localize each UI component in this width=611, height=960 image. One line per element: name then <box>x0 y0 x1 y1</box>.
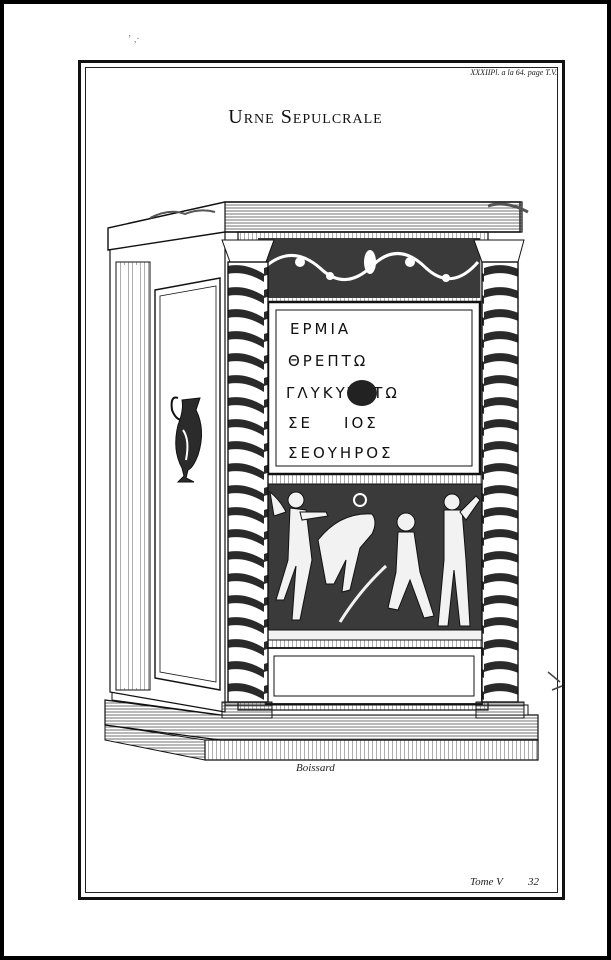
inscription-line: ΣΕΟΥΗΡΟΣ <box>288 444 394 462</box>
inscription-line: ΘΡΕΠΤΩ <box>288 352 368 370</box>
plate-outer-border <box>78 60 565 900</box>
volume-label: Tome V <box>470 876 503 888</box>
vine-scroll-icon <box>258 238 480 298</box>
folio-number: 32 <box>528 876 539 888</box>
satyr-cupids-relief-icon <box>263 483 485 641</box>
inscription-panel: ΕΡΜΙΑ ΘΡΕΠΤΩ ΓΛΥΚΥΤΑΤΩ ΣΕ ΙΟΣ ΣΕΟΥΗΡΟΣ <box>266 300 482 476</box>
engraver-credit: Boissard <box>296 762 335 774</box>
damage-mark <box>347 380 377 406</box>
plinth-panel <box>265 647 483 705</box>
plate-reference: XXXIIPl. a la 64. page T.V. <box>470 68 557 77</box>
plate-title: Urne Sepulcrale <box>228 106 383 128</box>
twisted-column-left <box>221 239 275 719</box>
inscription-line: ΓΛΥΚΥΤΑΤΩ <box>286 384 400 402</box>
margin-mark <box>547 671 563 691</box>
urn-cornice <box>107 201 529 251</box>
urn-left-face <box>109 214 226 713</box>
inscription-line: ΕΡΜΙΑ <box>290 320 351 338</box>
ink-mark: ʼ ,· <box>128 34 140 45</box>
inscription-line: ΣΕ ΙΟΣ <box>288 414 379 432</box>
ewer-icon <box>170 396 202 483</box>
twisted-column-right <box>473 239 525 719</box>
plate-inner-border <box>85 67 558 893</box>
